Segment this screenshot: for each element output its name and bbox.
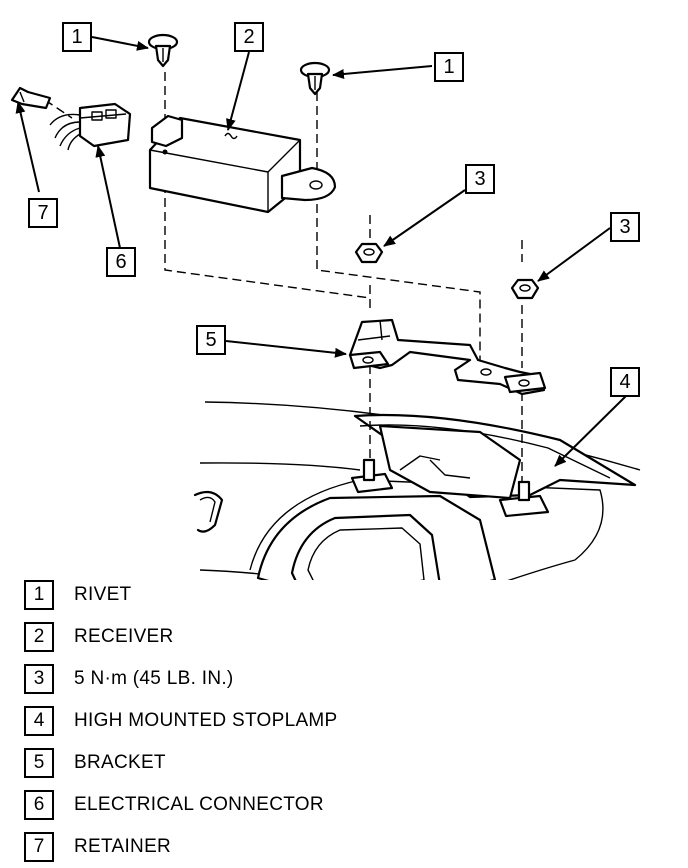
nut-left	[354, 242, 384, 264]
callout-stoplamp: 4	[610, 367, 640, 397]
legend-number: 1	[24, 580, 54, 610]
legend-label: RECEIVER	[74, 626, 174, 647]
legend-label: 5 N·m (45 LB. IN.)	[74, 668, 234, 689]
rivet-right	[299, 61, 331, 96]
receiver	[148, 114, 337, 214]
legend-number: 6	[24, 790, 54, 820]
legend-item: 1 RIVET	[24, 574, 484, 616]
electrical-connector	[49, 102, 132, 151]
legend-item: 6 ELECTRICAL CONNECTOR	[24, 784, 484, 826]
nut-right	[510, 278, 540, 300]
legend-number: 5	[24, 748, 54, 778]
legend-number: 4	[24, 706, 54, 736]
legend-item: 3 5 N·m (45 LB. IN.)	[24, 658, 484, 700]
callout-nut-right: 3	[610, 212, 640, 242]
legend-number: 7	[24, 832, 54, 862]
legend-item: 2 RECEIVER	[24, 616, 484, 658]
legend-item: 7 RETAINER	[24, 826, 484, 868]
callout-bracket: 5	[196, 325, 226, 355]
legend-item: 4 HIGH MOUNTED STOPLAMP	[24, 700, 484, 742]
legend-item: 5 BRACKET	[24, 742, 484, 784]
legend-label: RIVET	[74, 584, 132, 605]
callout-receiver: 2	[234, 22, 264, 52]
leader-arrows	[15, 36, 627, 467]
legend-label: HIGH MOUNTED STOPLAMP	[74, 710, 338, 731]
legend-label: ELECTRICAL CONNECTOR	[74, 794, 324, 815]
callout-rivet-left: 1	[62, 22, 92, 52]
parts-legend: 1 RIVET 2 RECEIVER 3 5 N·m (45 LB. IN.) …	[24, 574, 484, 868]
callout-nut-left: 3	[465, 164, 495, 194]
bracket	[348, 318, 547, 396]
legend-label: BRACKET	[74, 752, 166, 773]
legend-number: 3	[24, 664, 54, 694]
legend-label: RETAINER	[74, 836, 172, 857]
legend-number: 2	[24, 622, 54, 652]
rivet-left	[147, 33, 179, 68]
callout-electrical-connector: 6	[106, 247, 136, 277]
high-mounted-stoplamp	[256, 413, 637, 580]
callout-retainer: 7	[28, 198, 58, 228]
exploded-view-diagram	[10, 33, 641, 580]
callout-rivet-right: 1	[434, 52, 464, 82]
